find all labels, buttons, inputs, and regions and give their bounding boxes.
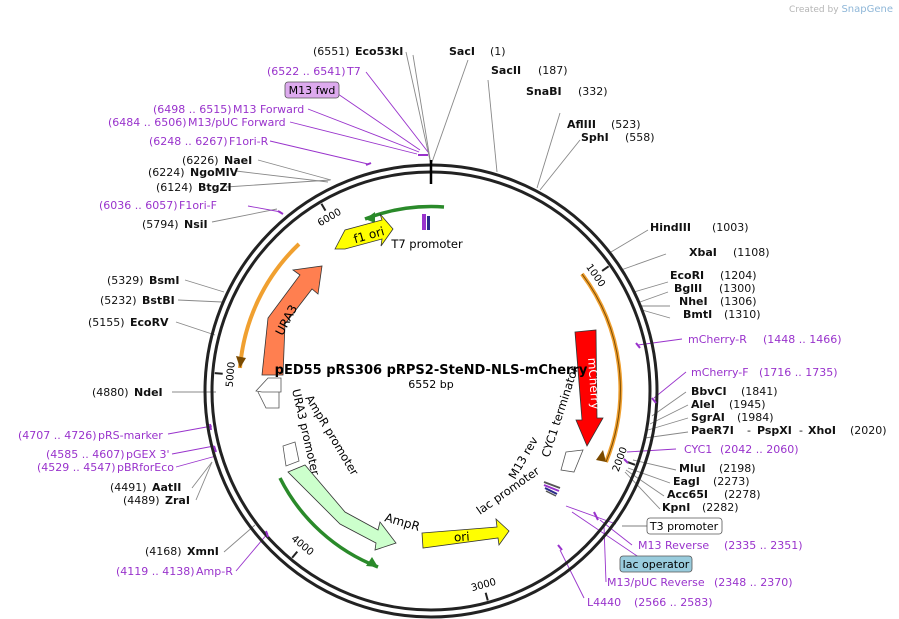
t7-region-markers <box>422 214 430 230</box>
ura3-feature[interactable] <box>261 265 323 376</box>
enzyme-kpni[interactable]: KpnI(2282) <box>662 501 739 514</box>
enzyme-acc65i[interactable]: Acc65I(2278) <box>667 488 761 501</box>
enzyme-hindiii[interactable]: HindIII(1003) <box>650 221 749 234</box>
t3-promoter-box-label: T3 promoter <box>649 520 719 533</box>
enzyme-eagi[interactable]: EagI(2273) <box>673 475 750 488</box>
ura3-orf-arc <box>238 242 301 369</box>
tick-label-3000: 3000 <box>470 577 497 594</box>
tick-5000 <box>214 372 223 375</box>
ura3-orf-arrowhead <box>236 356 246 368</box>
cyc1-terminator-feature[interactable] <box>560 449 584 473</box>
tick-label-4000: 4000 <box>289 533 316 558</box>
plasmid-length: 6552 bp <box>408 378 453 391</box>
ampr-feature[interactable] <box>287 464 397 551</box>
lac-operator-box-label: lac operator <box>623 558 690 571</box>
ampr-promoter-feature[interactable] <box>282 441 300 467</box>
primer-ampr[interactable]: (4119 .. 4138)Amp-R <box>116 565 233 578</box>
enzyme-paer7i-group[interactable]: PaeR7I - PspXI - XhoI (2020) <box>691 424 887 437</box>
f1ori-orf-arc <box>364 204 445 221</box>
tick-label-6000: 6000 <box>316 207 344 229</box>
enzyme-labels: SacI(1) SacII(187) SnaBI(332) AflIII(523… <box>88 45 887 558</box>
primer-l4440[interactable]: L4440(2566 .. 2583) <box>587 596 713 609</box>
enzyme-aatii[interactable]: (4491)AatII <box>110 481 181 494</box>
enzyme-bglii[interactable]: BglII(1300) <box>674 282 756 295</box>
enzyme-bstbi[interactable]: (5232)BstBI <box>100 294 175 307</box>
primer-f1orir[interactable]: (6248 .. 6267)F1ori-R <box>149 135 269 148</box>
m13fwd-box[interactable] <box>284 81 340 99</box>
primer-pgex3[interactable]: (4585 .. 4607)pGEX 3' <box>46 448 170 461</box>
cyc1-terminator-label: CYC1 terminator <box>539 365 582 459</box>
primer-prsmarker[interactable]: (4707 .. 4726)pRS-marker <box>18 429 163 442</box>
enzyme-ecori[interactable]: EcoRI(1204) <box>670 269 757 282</box>
snapgene-logo: SnapGene <box>841 4 893 15</box>
primer-cyc1[interactable]: CYC1(2042 .. 2060) <box>684 443 799 456</box>
ampr-orf-arrowhead <box>366 557 378 567</box>
enzyme-aflii[interactable]: AflIII(523) <box>567 118 641 131</box>
enzyme-bmti[interactable]: BmtI(1310) <box>683 308 761 321</box>
enzyme-nhei[interactable]: NheI(1306) <box>679 295 757 308</box>
snapgene-credit: Created by SnapGene <box>789 4 893 15</box>
enzyme-sphi[interactable]: SphI(558) <box>581 131 655 144</box>
enzyme-saci[interactable]: SacI(1) <box>449 45 506 58</box>
enzyme-ndei[interactable]: (4880)NdeI <box>92 386 163 399</box>
tick-label-2000: 2000 <box>611 446 630 474</box>
lac-region-markers <box>543 481 561 497</box>
primer-mcherryr[interactable]: mCherry-R(1448 .. 1466) <box>688 333 842 346</box>
mcherry-feature[interactable] <box>574 329 604 447</box>
enzyme-alei[interactable]: AleI(1945) <box>691 398 766 411</box>
enzyme-zrai[interactable]: (4489)ZraI <box>123 494 190 507</box>
primer-m13fwd[interactable]: (6498 .. 6515)M13 Forward <box>153 103 304 116</box>
primer-m13rev[interactable]: M13 Reverse(2335 .. 2351) <box>638 539 803 552</box>
enzyme-xmni[interactable]: (4168)XmnI <box>145 545 219 558</box>
enzyme-bbvci[interactable]: BbvCI(1841) <box>691 385 778 398</box>
credit-prefix: Created by <box>789 5 839 15</box>
tick-label-5000: 5000 <box>225 361 238 387</box>
m13fwd-box-label: M13 fwd <box>289 84 336 97</box>
ura3-promoter-feature[interactable] <box>255 377 282 409</box>
tick-3000 <box>484 592 489 601</box>
tick-4000 <box>291 550 299 559</box>
primer-f1orif[interactable]: (6036 .. 6057)F1ori-F <box>99 199 217 212</box>
enzyme-ecorv[interactable]: (5155)EcoRV <box>88 316 169 329</box>
enzyme-nsii[interactable]: (5794)NsiI <box>142 218 208 231</box>
tick-2000 <box>627 461 636 466</box>
enzyme-sacii[interactable]: SacII(187) <box>491 64 568 77</box>
mcherry-orf-arc-edge <box>581 273 621 463</box>
enzyme-mlui[interactable]: MluI(2198) <box>679 462 756 475</box>
tick-6000 <box>320 203 327 212</box>
ampr-label: AmpR <box>383 510 421 533</box>
enzyme-eco53ki[interactable]: (6551)Eco53kI <box>313 45 403 58</box>
enzyme-btgzi[interactable]: (6124)BtgZI <box>156 181 232 194</box>
mcherry-orf-arrowhead <box>596 450 606 462</box>
f1ori-orf-arrowhead <box>365 212 375 223</box>
plasmid-name: pED55 pRS306 pRPS2-SteND-NLS-mCherry <box>275 363 588 378</box>
enzyme-bsmi[interactable]: (5329)BsmI <box>107 274 180 287</box>
primer-pbrforeco[interactable]: (4529 .. 4547)pBRforEco <box>37 461 174 474</box>
enzyme-snabi[interactable]: SnaBI(332) <box>526 85 608 98</box>
ori-feature[interactable] <box>421 517 510 549</box>
primer-m13pucrev[interactable]: M13/pUC Reverse(2348 .. 2370) <box>607 576 793 589</box>
primer-mcherryf[interactable]: mCherry-F(1716 .. 1735) <box>691 366 838 379</box>
primer-site-marks <box>209 154 657 551</box>
enzyme-sgrai[interactable]: SgrAI(1984) <box>691 411 774 424</box>
ampr-orf-arc <box>278 477 379 569</box>
enzyme-xbai[interactable]: XbaI(1108) <box>689 246 770 259</box>
primer-t7[interactable]: (6522 .. 6541)T7 <box>267 65 361 78</box>
primer-labels: (6522 .. 6541)T7 (6498 .. 6515)M13 Forwa… <box>18 65 842 609</box>
t7-promoter-label: T7 promoter <box>390 237 463 251</box>
ori-label: ori <box>453 529 470 544</box>
f1ori-feature[interactable] <box>334 213 394 250</box>
lac-operator-box[interactable] <box>619 555 693 573</box>
tick-label-1000: 1000 <box>583 262 607 289</box>
enzyme-ngomiv[interactable]: (6224)NgoMIV <box>148 166 239 179</box>
primer-m13pucfwd[interactable]: (6484 .. 6506)M13/pUC Forward <box>108 116 286 129</box>
enzyme-naei[interactable]: (6226)NaeI <box>182 154 252 167</box>
mcherry-label: mCherry <box>585 357 603 410</box>
tick-1000 <box>601 265 610 272</box>
